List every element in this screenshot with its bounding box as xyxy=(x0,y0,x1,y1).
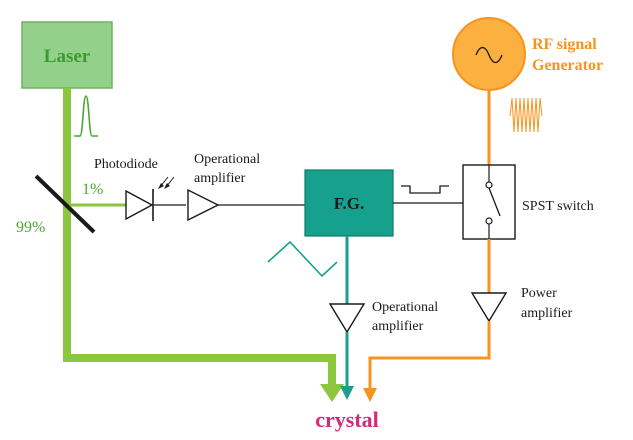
op-amp-1-symbol xyxy=(187,188,220,222)
laser-pulse-icon xyxy=(74,95,98,137)
op-amp-2-label-line2: amplifier xyxy=(372,319,424,334)
function-generator-box xyxy=(304,169,394,237)
switch-contacts-icon xyxy=(485,165,501,239)
transmitted-pct-label: 99% xyxy=(16,219,45,236)
photodiode-label: Photodiode xyxy=(94,157,158,172)
crystal-label: crystal xyxy=(315,407,379,432)
op-amp-1-label-line2: amplifier xyxy=(194,171,246,186)
sine-icon xyxy=(475,46,503,64)
power-amplifier-symbol xyxy=(470,292,508,323)
rf-generator-label-line1: RF signal xyxy=(532,36,597,53)
laser-label: Laser xyxy=(44,46,91,67)
reflected-pct-label: 1% xyxy=(82,181,103,198)
rf-generator-label-line2: Generator xyxy=(532,57,603,74)
power-amp-output-wire xyxy=(368,321,491,390)
beam-splitter-mirror xyxy=(34,174,96,234)
power-amp-arrowhead xyxy=(363,388,377,402)
op-amp-2-label-line1: Operational xyxy=(372,300,438,315)
triangle-wave-icon xyxy=(267,240,338,278)
rf-burst-icon xyxy=(509,97,543,133)
laser-beam-arrowhead xyxy=(320,384,344,402)
op-amp-2-symbol xyxy=(328,303,366,334)
power-amplifier-label-line2: amplifier xyxy=(521,306,573,321)
laser-beam-main xyxy=(63,88,336,388)
function-generator-label: F.G. xyxy=(334,194,365,213)
op-amp-2-arrowhead xyxy=(340,386,354,400)
spst-switch-label: SPST switch xyxy=(522,199,594,214)
laser-box xyxy=(21,21,113,89)
op-amp-1-label-line1: Operational xyxy=(194,152,260,167)
square-pulse-icon xyxy=(401,185,449,194)
power-amplifier-label-line1: Power xyxy=(521,286,557,301)
photodiode-symbol xyxy=(125,176,186,221)
